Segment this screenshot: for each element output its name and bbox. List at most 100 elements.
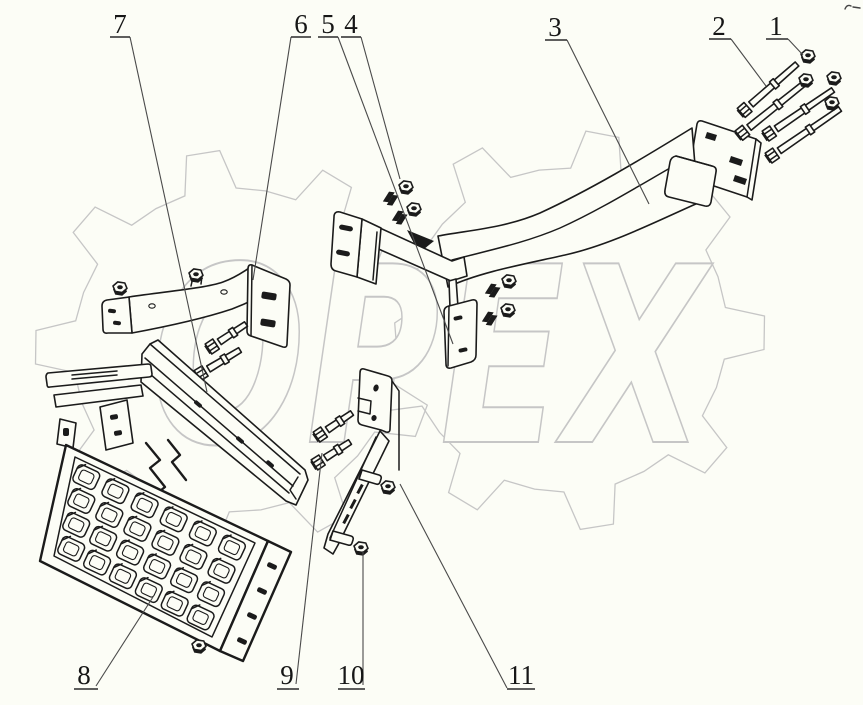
callout-11-leader-line (399, 483, 508, 689)
callout-1-leader-line (787, 38, 804, 56)
left-bracket-flange (246, 264, 291, 348)
callout-7: 7 (110, 9, 208, 393)
callout-4-leader-line (360, 36, 401, 180)
support-bracket-part-11 (323, 368, 400, 555)
tread-hole (186, 604, 215, 631)
nut (798, 73, 814, 88)
tread-holes (57, 463, 247, 631)
nut (380, 480, 396, 495)
nut (398, 180, 414, 195)
left-bracket-part-6 (101, 264, 291, 348)
callout-8-leader-line (95, 596, 154, 687)
tread-hole (62, 511, 91, 538)
callout-3: 3 (545, 12, 650, 205)
tread-hole (95, 501, 124, 528)
tread-hole (142, 553, 172, 580)
spring-clip (484, 283, 501, 298)
callout-9-leader-line (295, 452, 323, 685)
spring-clips-and-nuts (382, 180, 517, 326)
callout-6: 6 (252, 9, 311, 281)
callout-10-number: 10 (338, 660, 365, 690)
tread-hole (179, 543, 208, 570)
callout-2-number: 2 (712, 11, 726, 41)
nut (406, 202, 422, 217)
gear-outline-left (34, 149, 430, 550)
tread-hole (217, 534, 247, 561)
callout-1: 1 (766, 11, 804, 56)
bolt (736, 61, 800, 119)
tread-hole (101, 477, 130, 505)
bolt-and-nut-set-parts-1-2 (734, 49, 843, 164)
nut (501, 274, 517, 289)
callout-1-number: 1 (769, 11, 783, 41)
tread-hole (160, 590, 189, 617)
tread-hole (188, 520, 217, 547)
duct-connector-wedge (407, 230, 434, 253)
tread-hole (151, 529, 180, 556)
mounting-rail-part-7 (140, 339, 309, 506)
callout-8-number: 8 (77, 660, 91, 690)
step-plate-part-8 (38, 363, 293, 663)
duct-crease (451, 159, 685, 261)
tread-hole (89, 525, 118, 552)
nut (188, 268, 204, 283)
nut (824, 96, 840, 111)
callout-11-number: 11 (508, 660, 534, 690)
callout-7-number: 7 (113, 9, 127, 39)
corner-print-mark (844, 4, 861, 10)
callout-4: 4 (341, 9, 401, 180)
tread-hole (123, 515, 152, 542)
center-bracket (330, 211, 478, 369)
parts-drawing (38, 4, 861, 663)
callout-2-leader-line (730, 38, 767, 87)
nut (826, 71, 842, 86)
gear-outline-right (370, 130, 766, 531)
spring-clip (481, 311, 498, 326)
callout-5-leader-line (337, 36, 454, 345)
tread-hole (169, 567, 199, 594)
center-bracket-plate (443, 299, 478, 369)
tread-hole (159, 506, 188, 533)
bolt (310, 438, 353, 471)
callout-5-number: 5 (321, 9, 335, 39)
callout-11: 11 (399, 483, 535, 690)
duct-collar (664, 155, 717, 207)
step-plate-end-flange (218, 539, 293, 663)
callout-9-number: 9 (280, 660, 294, 690)
nut (353, 541, 369, 556)
tread-hole (207, 557, 236, 584)
callout-annotations: 1 2 3 456 7 8 9 10 11 (74, 9, 804, 690)
tread-hole (115, 539, 145, 566)
bracket-pin (329, 530, 355, 547)
spring-clip (391, 210, 408, 225)
bolt (761, 87, 836, 142)
bolt (312, 409, 355, 443)
callout-2: 2 (709, 11, 767, 87)
callout-7-leader-line (129, 36, 208, 393)
callout-6-number: 6 (294, 9, 308, 39)
callout-5: 5 (318, 9, 454, 345)
callout-9: 9 (277, 452, 323, 690)
callout-4-number: 4 (344, 9, 358, 39)
callout-3-number: 3 (548, 12, 562, 42)
tread-hole (196, 580, 226, 608)
nut (800, 49, 816, 64)
tread-hole (108, 563, 138, 590)
callout-10: 10 (338, 551, 365, 690)
nut (500, 303, 516, 318)
tread-hole (67, 487, 96, 514)
nut (191, 639, 207, 654)
tread-hole (130, 492, 159, 519)
nut (112, 281, 128, 296)
spring-clip (382, 191, 399, 206)
tread-hole (72, 463, 101, 491)
bolt (204, 320, 249, 355)
bracket-pin (358, 469, 383, 486)
left-bracket-fasteners (112, 268, 249, 382)
tread-hole (82, 549, 112, 576)
tread-hole (134, 576, 163, 604)
callout-6-leader-line (252, 36, 292, 281)
callout-3-leader-line (566, 39, 650, 205)
right-bracket-fasteners (191, 409, 396, 654)
